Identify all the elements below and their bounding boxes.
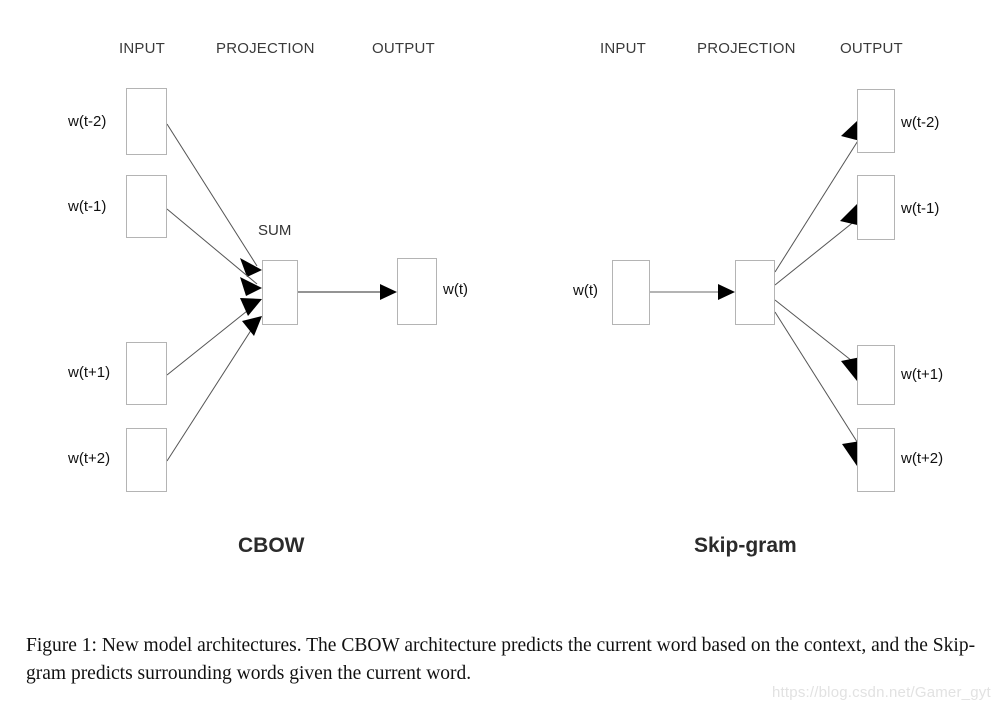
figure-caption: Figure 1: New model architectures. The C… xyxy=(26,635,976,684)
cbow-edge-wt+2 xyxy=(166,316,262,462)
skipgram-header-output: OUTPUT xyxy=(840,40,903,57)
skipgram-edge-wt+1 xyxy=(774,299,867,381)
skipgram-input-label-wt: w(t) xyxy=(573,282,598,299)
cbow-edge-wt-2 xyxy=(166,123,262,277)
cbow-model-title: CBOW xyxy=(238,534,305,557)
skipgram-edge-wt-1 xyxy=(774,204,867,286)
cbow-connectors xyxy=(166,123,397,462)
skipgram-input-box-wt[interactable] xyxy=(612,260,650,325)
skipgram-edge-input-projection xyxy=(650,284,735,300)
cbow-input-box-wt-1[interactable] xyxy=(126,175,167,238)
skipgram-projection-box[interactable] xyxy=(735,260,775,325)
skipgram-output-label-wt-2: w(t-2) xyxy=(901,114,940,131)
skipgram-output-box-wt+1[interactable] xyxy=(857,345,895,405)
skipgram-output-label-wt-1: w(t-1) xyxy=(901,200,940,217)
cbow-input-label-wt-1: w(t-1) xyxy=(68,198,107,215)
cbow-input-label-wt-2: w(t-2) xyxy=(68,113,107,130)
cbow-input-label-wt+1: w(t+1) xyxy=(68,364,111,381)
cbow-input-box-wt+1[interactable] xyxy=(126,342,167,405)
cbow-header-projection: PROJECTION xyxy=(216,40,315,57)
cbow-output-label-wt: w(t) xyxy=(443,281,468,298)
watermark-url: https://blog.csdn.net/Gamer_gyt xyxy=(772,684,991,701)
cbow-projection-box[interactable] xyxy=(262,260,298,325)
cbow-output-box-wt[interactable] xyxy=(397,258,437,325)
skipgram-output-box-wt-1[interactable] xyxy=(857,175,895,240)
skipgram-output-box-wt-2[interactable] xyxy=(857,89,895,153)
cbow-input-box-wt-2[interactable] xyxy=(126,88,167,155)
cbow-input-label-wt+2: w(t+2) xyxy=(68,450,111,467)
skipgram-output-label-wt+1: w(t+1) xyxy=(901,366,944,383)
skipgram-edge-wt-2 xyxy=(774,121,868,273)
skipgram-header-projection: PROJECTION xyxy=(697,40,796,57)
cbow-edge-wt-1 xyxy=(166,208,262,296)
cbow-input-box-wt+2[interactable] xyxy=(126,428,167,492)
cbow-header-input: INPUT xyxy=(119,40,165,57)
skipgram-edge-wt+2 xyxy=(774,311,867,466)
skipgram-output-box-wt+2[interactable] xyxy=(857,428,895,492)
cbow-sum-label: SUM xyxy=(258,222,292,239)
cbow-edge-wt+1 xyxy=(166,298,262,376)
cbow-header-output: OUTPUT xyxy=(372,40,435,57)
skipgram-model-title: Skip-gram xyxy=(694,534,797,557)
skipgram-output-label-wt+2: w(t+2) xyxy=(901,450,944,467)
cbow-edge-projection-output xyxy=(298,284,397,300)
skipgram-header-input: INPUT xyxy=(600,40,646,57)
